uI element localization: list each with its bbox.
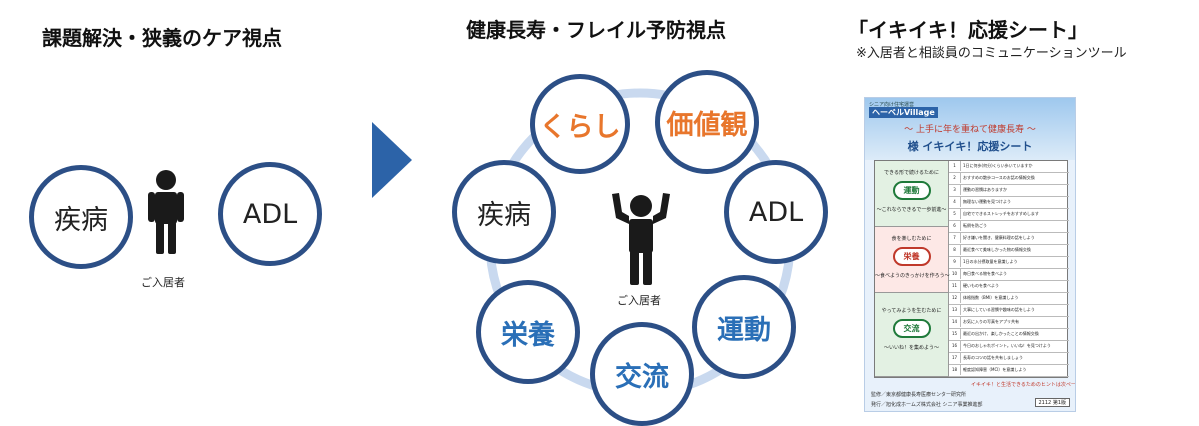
sheet-version: 2112 第1版 (1034, 398, 1070, 407)
sheet-item-number: 8 (949, 245, 961, 255)
sheet-item-text: 無理ない運動を見つけよう (963, 199, 1011, 204)
sheet-brand-logo: ヘーベルVillage (869, 107, 938, 118)
sheet-item-text: 毎日食べる物を食べよう (963, 271, 1007, 276)
sheet-item-number: 6 (949, 221, 961, 231)
sheet-subtitle: ～ 上手に年を重ねて健康長寿 ～ (904, 125, 1036, 135)
sheet-section-pill: 交流 (892, 319, 931, 338)
circle-eiyou: 栄養 (476, 280, 580, 384)
circle-kachikan: 価値観 (655, 70, 759, 174)
sheet-footer-right: イキイキ！と生活できるためのヒントは次ページへ (971, 382, 1076, 388)
sheet-item-text: 軽度認知障害（MCI）を意識しよう (963, 367, 1027, 372)
support-sheet-image: シニア向け住宅運営 ヘーベルVillage ～ 上手に年を重ねて健康長寿 ～ 様… (864, 97, 1076, 412)
middle-person-label: ご入居者 (617, 294, 661, 307)
left-person-label: ご入居者 (141, 276, 185, 289)
sheet-item-number: 18 (949, 365, 961, 375)
sheet-title: 様 イキイキ！応援シート (907, 140, 1033, 153)
sheet-item-number: 2 (949, 173, 961, 183)
sheet-item-text: おすすめの散歩コースのお話の情報交換 (963, 175, 1035, 180)
sheet-publisher: 発行／旭化成ホームズ株式会社 シニア事業推進部 (871, 402, 983, 408)
middle-heading: 健康長寿・フレイル予防視点 (466, 18, 726, 42)
sheet-section-pill: 栄養 (892, 247, 931, 266)
sheet-item-number: 4 (949, 197, 961, 207)
sheet-item-number: 16 (949, 341, 961, 351)
sheet-item-text: 長寿のコツの話を共有しましょう (963, 355, 1023, 360)
sheet-item-number: 13 (949, 305, 961, 315)
sheet-item-text: 最近食べて美味しかった物の情報交換 (963, 247, 1031, 252)
sheet-section-foot: ～いいね！を集めよう～ (883, 345, 939, 351)
sheet-item-text: 転倒を防ごう (963, 223, 987, 228)
sheet-item-text: 運動の習慣はありますか (963, 187, 1007, 192)
sheet-item-number: 12 (949, 293, 961, 303)
right-heading: 「イキイキ！応援シート」 (848, 18, 1088, 42)
circle-shippei: 疾病 (452, 160, 556, 264)
sheet-footer-left: 監修／東京都健康長寿医療センター研究所 (871, 392, 967, 398)
sheet-item-text: 今日のおしゃれポイント。いいね！を見つけよう (963, 343, 1051, 348)
sheet-section-foot: ～食べようのきっかけを作ろう～ (875, 273, 950, 279)
right-note: ※入居者と相談員のコミュニケーションツール (856, 46, 1127, 61)
sheet-footer: イキイキ！と生活できるためのヒントは次ページへ 監修／東京都健康長寿医療センター… (871, 381, 1076, 408)
left-circle-disease: 疾病 (29, 165, 133, 269)
sheet-item-text: 1日の水分摂取量を意識しよう (963, 259, 1018, 264)
sheet-item-text: 最近の出かけ、楽しかったことの情報交換 (963, 331, 1039, 336)
sheet-section-foot: ～これならできるで一歩前進～ (876, 207, 947, 213)
sheet-section-social: やってみようを生むために 交流 ～いいね！を集めよう～ (875, 293, 949, 377)
sheet-item-number: 9 (949, 257, 961, 267)
arrow-right-icon (372, 122, 412, 198)
sheet-section-lead: やってみようを生むために (881, 308, 942, 314)
sheet-item-text: 体格指数（BMI）を意識しよう (963, 295, 1019, 300)
sheet-item-number: 10 (949, 269, 961, 279)
sheet-item-number: 1 (949, 161, 961, 171)
sheet-item-text: お気に入りの写真をアプリ共有 (963, 319, 1019, 324)
sheet-table: できる形で続けるために 運動 ～これならできるで一歩前進～ 食を楽しむために 栄… (874, 160, 1069, 378)
middle-person-icon (612, 193, 670, 285)
sheet-item-text: 自宅でできるストレッチをおすすめします (963, 211, 1039, 216)
circle-adl: ADL (724, 160, 828, 264)
left-circle-adl: ADL (218, 162, 322, 266)
sheet-item-text: 大事にしている習慣や趣味の話をしよう (963, 307, 1035, 312)
sheet-section-lead: できる形で続けるために (884, 170, 939, 176)
sheet-section-lead: 食を楽しむために (891, 236, 932, 242)
sheet-item-number: 3 (949, 185, 961, 195)
sheet-section-nutrition: 食を楽しむために 栄養 ～食べようのきっかけを作ろう～ (875, 227, 950, 293)
sheet-item-number: 14 (949, 317, 961, 327)
sheet-section-pill: 運動 (892, 181, 931, 200)
sheet-item-number: 7 (949, 233, 961, 243)
sheet-item-text: 好き嫌いを聞き、健康料理の話をしよう (963, 235, 1035, 240)
circle-kurashi: くらし (530, 74, 630, 174)
left-heading: 課題解決・狭義のケア視点 (42, 26, 282, 50)
sheet-org-line: シニア向け住宅運営 (869, 102, 915, 108)
sheet-item-number: 15 (949, 329, 961, 339)
left-person-icon (148, 170, 184, 254)
sheet-section-exercise: できる形で続けるために 運動 ～これならできるで一歩前進～ (875, 161, 949, 227)
sheet-item-text: 硬いものを食べよう (963, 283, 999, 288)
sheet-item-number: 11 (949, 281, 961, 291)
circle-kouryuu: 交流 (590, 322, 694, 426)
sheet-item-number: 17 (949, 353, 961, 363)
sheet-item-number: 5 (949, 209, 961, 219)
sheet-item-text: 1日に何歩(何分)くらい歩いていますか (963, 163, 1033, 168)
circle-undou: 運動 (692, 275, 796, 379)
